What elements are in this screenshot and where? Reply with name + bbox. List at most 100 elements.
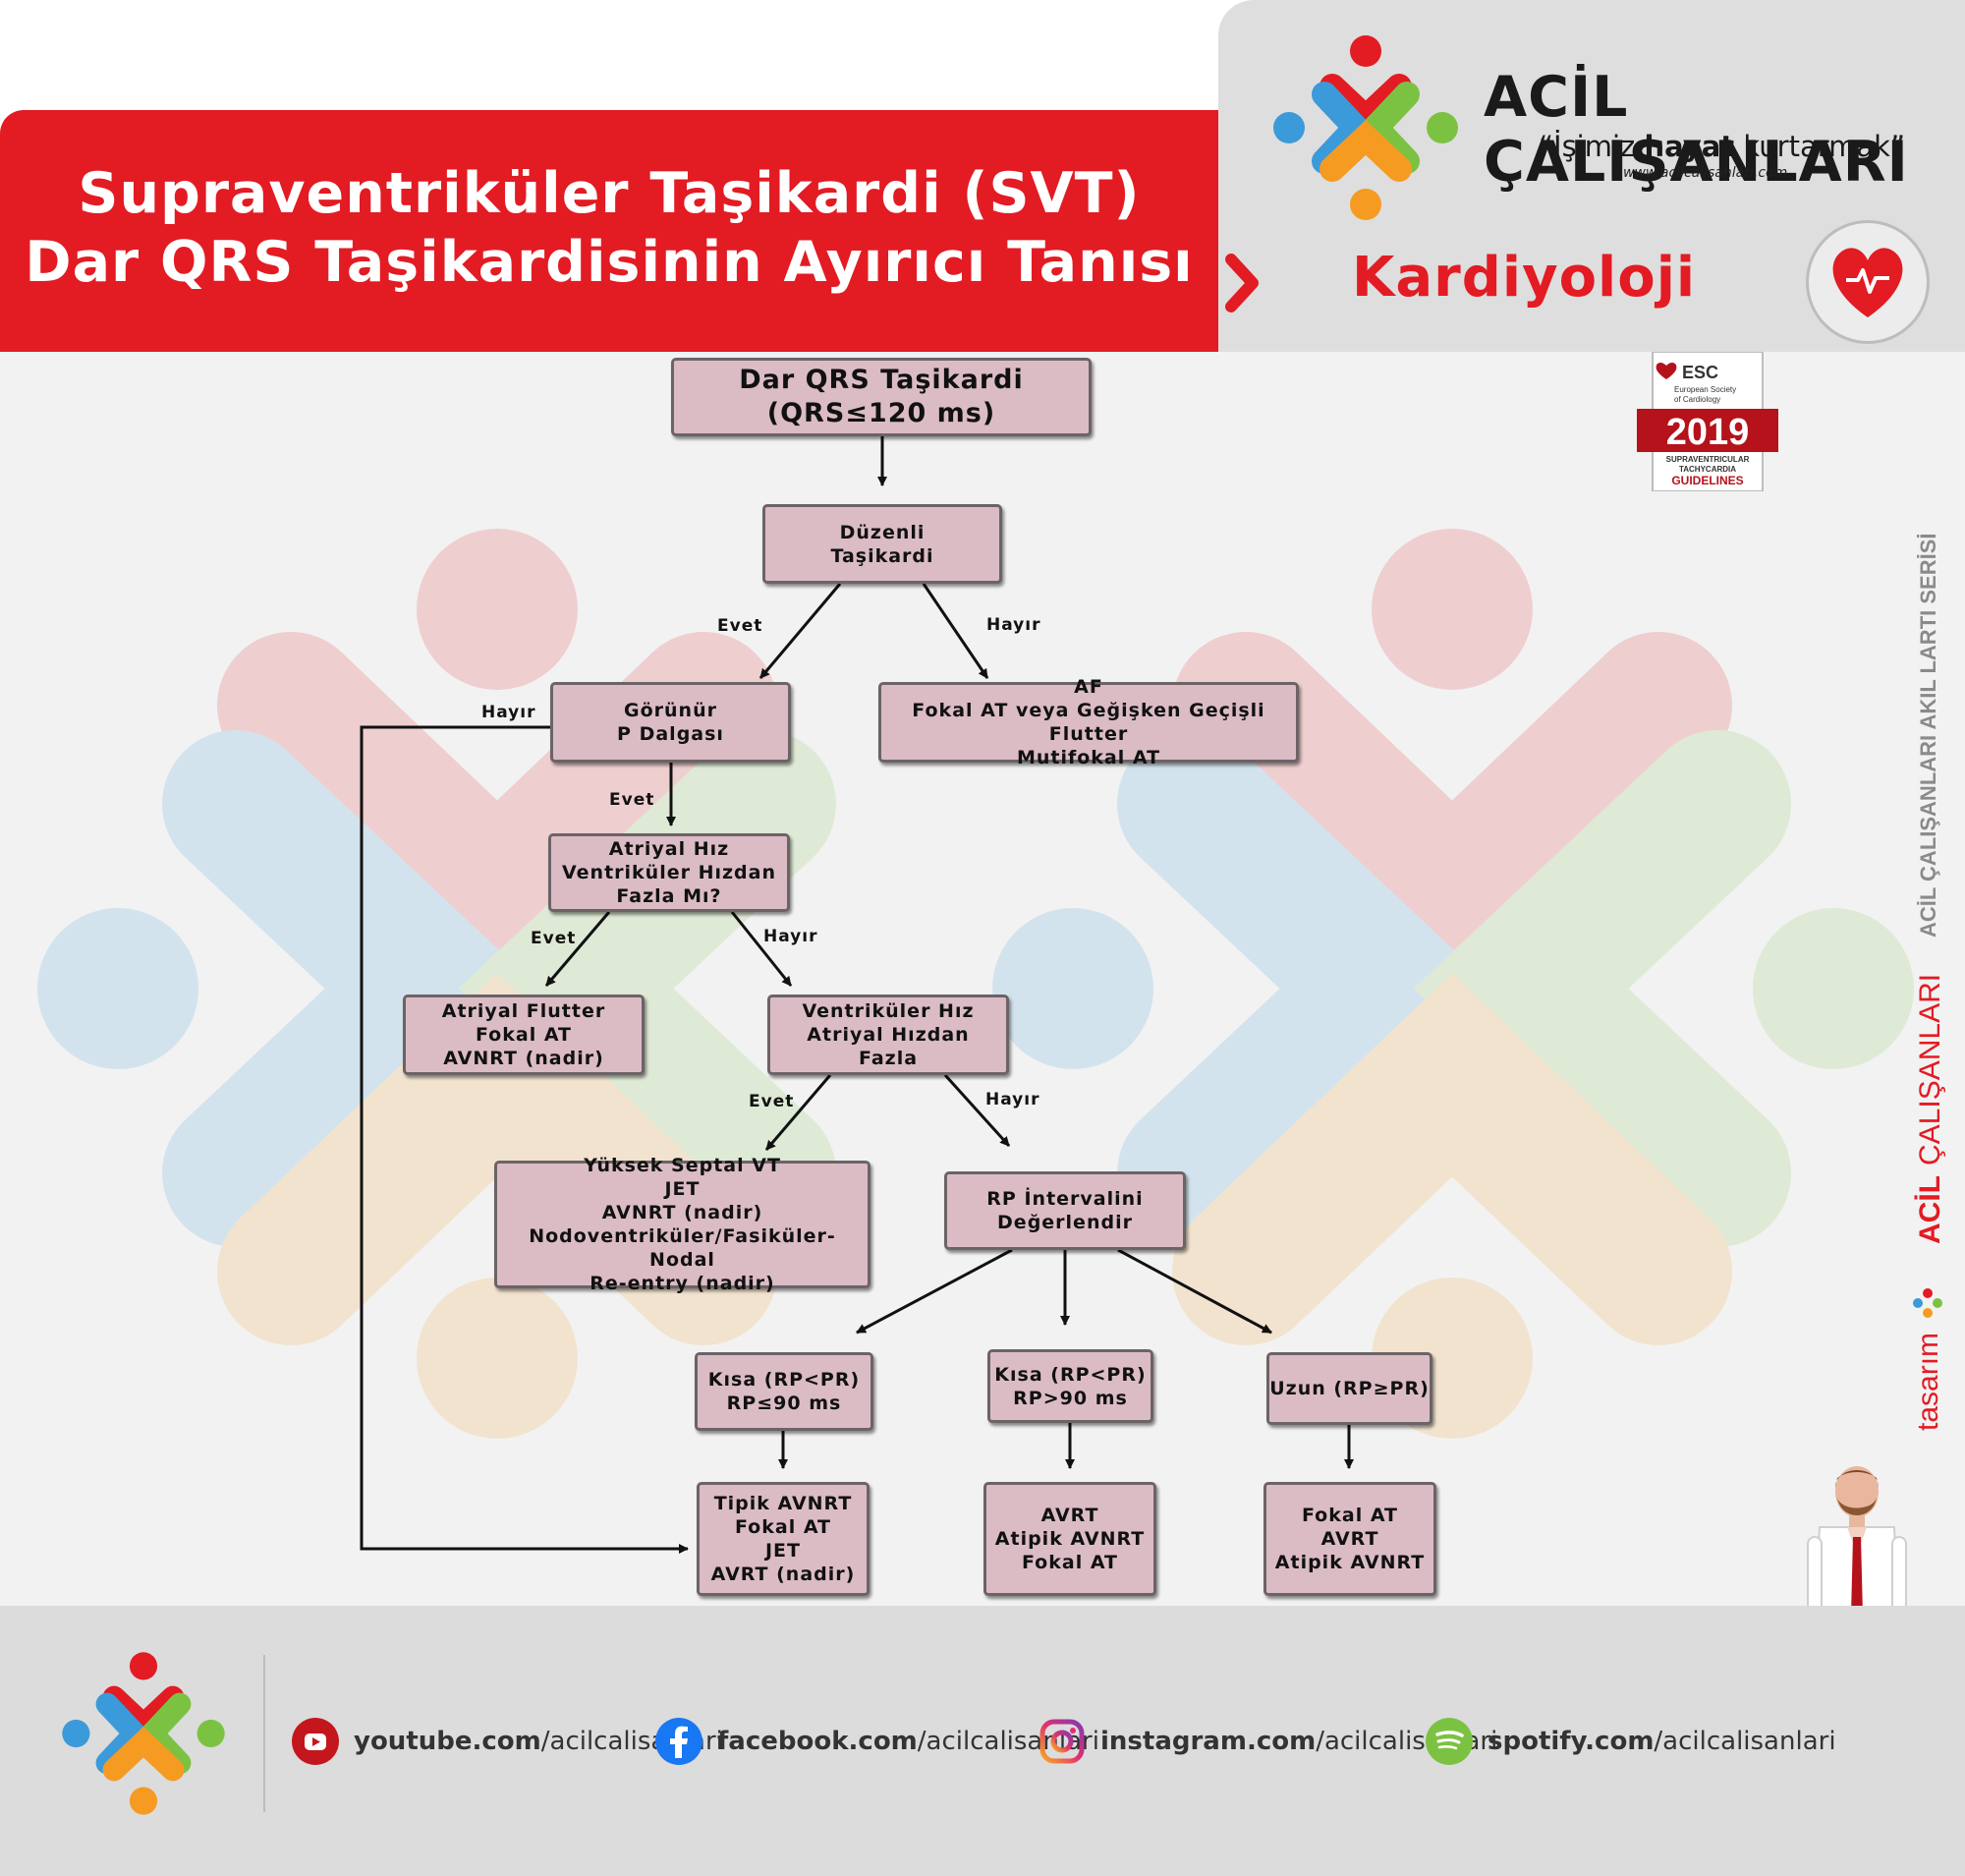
- node-text: Fazla Mı?: [616, 885, 722, 907]
- esc-subtitle-2: TACHYCARDIA: [1679, 465, 1736, 474]
- edge-label-hayir: Hayır: [481, 703, 536, 722]
- edge-label-evet: Evet: [749, 1092, 795, 1111]
- node-atrial-flutter: Atriyal Flutter Fokal AT AVNRT (nadir): [403, 995, 645, 1075]
- node-high-septal-vt: Yüksek Septal VT JET AVNRT (nadir) Nodov…: [494, 1155, 870, 1294]
- node-long-rp: Uzun (RP≥PR): [1266, 1352, 1432, 1425]
- social-domain: facebook.com: [717, 1727, 918, 1756]
- brand-name: ACİL ÇALIŞANLARI: [1484, 65, 1909, 195]
- edge-n7-n9: [943, 1073, 1011, 1148]
- page-title-line-2: Dar QRS Taşikardisinin Ayırıcı Tanısı: [25, 230, 1194, 295]
- node-text: JET: [664, 1178, 701, 1200]
- facebook-icon: [655, 1718, 702, 1765]
- esc-org: ESC: [1682, 363, 1718, 382]
- node-visible-p-wave: Görünür P Dalgası: [550, 682, 791, 763]
- node-text: Değerlendir: [997, 1212, 1133, 1233]
- node-avrt-atypical: AVRT Atipik AVNRT Fokal AT: [983, 1482, 1156, 1596]
- edge-label-evet: Evet: [531, 929, 577, 948]
- node-text: Atriyal Hız: [608, 838, 730, 860]
- node-text: AVRT (nadir): [710, 1563, 856, 1585]
- node-text: Ventriküler Hız: [802, 1000, 975, 1022]
- node-text: AVRT: [1320, 1528, 1379, 1550]
- node-text: P Dalgası: [617, 723, 724, 745]
- design-prefix: tasarım: [1912, 1333, 1944, 1431]
- node-focal-at-avrt: Fokal AT AVRT Atipik AVNRT: [1263, 1482, 1436, 1596]
- cardiology-badge: [1806, 220, 1930, 344]
- small-logo-icon: [1913, 1288, 1942, 1318]
- node-text: Yüksek Septal VT: [584, 1155, 781, 1176]
- edge-n2-n3: [758, 583, 842, 679]
- node-text: AF: [1074, 676, 1103, 698]
- node-text: Fazla: [858, 1048, 919, 1069]
- node-text: RP≤90 ms: [726, 1393, 842, 1414]
- edge-n5-n7: [730, 911, 793, 987]
- node-text: AVNRT (nadir): [443, 1048, 604, 1069]
- node-text: Görünür: [624, 700, 717, 721]
- node-typical-avnrt: Tipik AVNRT Fokal AT JET AVRT (nadir): [697, 1482, 870, 1596]
- node-text: Kısa (RP<PR): [707, 1369, 861, 1391]
- esc-subtitle-3: GUIDELINES: [1671, 474, 1743, 487]
- edge-n9-n12: [1117, 1248, 1272, 1335]
- footer-divider: [263, 1655, 265, 1812]
- youtube-icon: [292, 1718, 339, 1765]
- esc-subtitle-1: SUPRAVENTRICULAR: [1666, 455, 1750, 464]
- edge-label-hayir: Hayır: [763, 927, 818, 946]
- brand-tagline: “İşimiz hayat kurtarmak”: [1539, 130, 1905, 163]
- node-af-focal-at: AF Fokal AT veya Geğişken Geçişli Flutte…: [878, 676, 1299, 768]
- social-link-facebook[interactable]: facebook.com/acilcalisanlari: [654, 1716, 1099, 1767]
- node-text: Fokal AT veya Geğişken Geçişli Flutter: [912, 700, 1265, 745]
- esc-guideline-badge: ESC European Society of Cardiology 2019 …: [1637, 352, 1778, 491]
- node-text: Fokal AT: [475, 1024, 573, 1046]
- node-text: Kısa (RP<PR): [994, 1363, 1147, 1386]
- social-domain: youtube.com: [354, 1727, 541, 1756]
- title-banner: Supraventriküler Taşikardi (SVT) Dar QRS…: [0, 110, 1218, 352]
- node-narrow-qrs-tachycardia: Dar QRS Taşikardi (QRS≤120 ms): [671, 358, 1092, 436]
- social-domain: instagram.com: [1100, 1727, 1317, 1756]
- node-ventricular-rate: Ventriküler Hız Atriyal Hızdan Fazla: [767, 995, 1009, 1075]
- series-text: ACİL ÇALIŞANLARI AKIL LARTI SERİSİ: [1916, 534, 1940, 938]
- node-text: Atriyal Hızdan: [807, 1024, 970, 1046]
- node-text: Fokal AT: [734, 1516, 832, 1538]
- edge-n3-n13: [360, 725, 689, 1554]
- edge-n2-n4: [922, 583, 989, 679]
- node-text: RP>90 ms: [1013, 1387, 1128, 1409]
- esc-year: 2019: [1666, 412, 1750, 453]
- social-link-spotify[interactable]: spotify.com/acilcalisanlari: [1425, 1716, 1836, 1767]
- node-text: Nodoventriküler/Fasiküler-Nodal: [529, 1225, 836, 1271]
- node-regular-tachycardia: Düzenli Taşikardi: [762, 504, 1002, 584]
- node-short-rp-over-90: Kısa (RP<PR) RP>90 ms: [987, 1349, 1153, 1423]
- node-text: Dar QRS Taşikardi: [739, 365, 1024, 395]
- node-text: RP İntervalini: [986, 1188, 1144, 1210]
- design-brand-rest: ÇALIŞANLARI: [1914, 974, 1946, 1165]
- edge-label-evet: Evet: [717, 616, 763, 636]
- social-domain: spotify.com: [1488, 1727, 1655, 1756]
- series-vertical-label: ACİL ÇALIŞANLARI AKIL LARTI SERİSİ: [1916, 534, 1940, 938]
- node-text: Fokal AT: [1301, 1505, 1399, 1526]
- instagram-icon: [1039, 1719, 1085, 1764]
- edge-n9-n10: [856, 1248, 1013, 1335]
- spotify-icon: [1426, 1718, 1473, 1765]
- node-text: AVNRT (nadir): [601, 1202, 763, 1223]
- social-handle: /acilcalisanlari: [1654, 1727, 1836, 1756]
- node-text: Atriyal Flutter: [441, 1000, 606, 1022]
- brand-website: www.acilcalisanlari.com: [1623, 165, 1788, 181]
- page-title-line-1: Supraventriküler Taşikardi (SVT): [78, 161, 1141, 226]
- node-text: Mutifokal AT: [1016, 747, 1161, 768]
- edge-label-hayir: Hayır: [986, 615, 1041, 635]
- footer-logo-icon: [62, 1652, 225, 1815]
- node-text: Düzenli: [839, 521, 926, 543]
- node-text: Tipik AVNRT: [713, 1493, 853, 1514]
- node-text: AVRT: [1040, 1505, 1099, 1526]
- category-label: Kardiyoloji: [1352, 246, 1697, 310]
- heart-icon: [1832, 248, 1903, 317]
- edge-n7-n8: [764, 1074, 832, 1151]
- node-text: JET: [764, 1540, 801, 1562]
- edge-label-evet: Evet: [609, 790, 655, 810]
- design-credit-vertical-label: tasarım ACİL ÇALIŞANLARI: [1912, 974, 1946, 1431]
- esc-org-full-1: European Society: [1674, 385, 1736, 394]
- brand-logo-icon: [1273, 35, 1458, 220]
- node-rp-interval: RP İntervalini Değerlendir: [944, 1171, 1186, 1250]
- node-text: Atipik AVNRT: [994, 1528, 1146, 1550]
- design-brand-bold: ACİL: [1914, 1175, 1946, 1244]
- node-text: Uzun (RP≥PR): [1269, 1378, 1430, 1399]
